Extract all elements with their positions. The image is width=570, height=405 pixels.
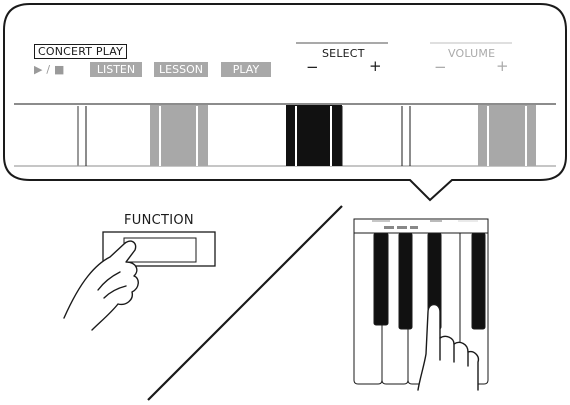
select-minus-button[interactable]: − [306, 58, 319, 76]
callout-keyboard [14, 103, 556, 167]
volume-plus-button[interactable]: + [496, 57, 509, 75]
diagonal-divider [147, 205, 343, 401]
function-button-label: FUNCTION [124, 213, 194, 228]
select-label: SELECT [322, 47, 365, 60]
play-button[interactable]: PLAY [221, 62, 271, 77]
key-listen-highlight [150, 105, 208, 166]
volume-label: VOLUME [448, 47, 496, 60]
callout-bubble [3, 3, 567, 202]
volume-minus-button[interactable]: − [434, 58, 447, 76]
key-select-minus-black [286, 105, 342, 166]
select-plus-button[interactable]: + [369, 57, 382, 75]
listen-button[interactable]: LISTEN [90, 62, 142, 77]
play-stop-label: ▶ / ■ [34, 63, 65, 76]
hand-on-keys-icon [417, 303, 480, 391]
hand-pointer-icon [63, 240, 139, 331]
keyboard-panel-marks [372, 220, 478, 229]
concert-play-label: CONCERT PLAY [34, 44, 128, 59]
lesson-button[interactable]: LESSON [154, 62, 208, 77]
key-volume-plus-highlight [478, 105, 536, 166]
